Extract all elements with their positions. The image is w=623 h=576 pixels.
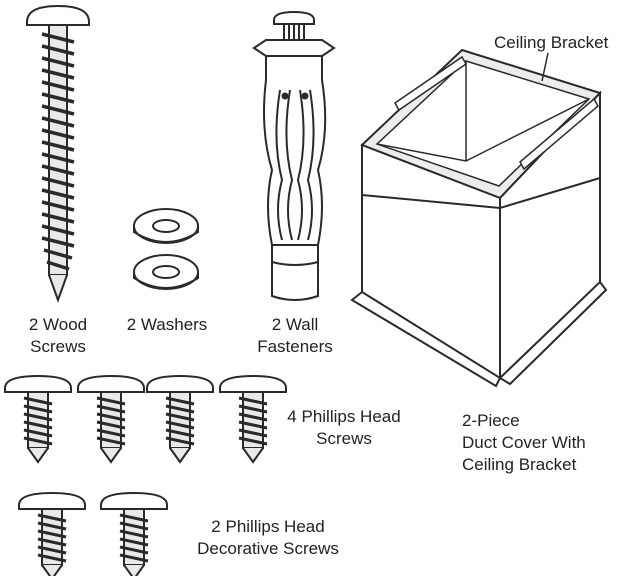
- ceiling-bracket-label: Ceiling Bracket: [494, 33, 609, 52]
- duct-cover-label: 2-Piece Duct Cover With Ceiling Bracket: [462, 411, 586, 474]
- decorative-screw-icon: [99, 491, 169, 576]
- ceiling-bracket-leader: [541, 52, 549, 82]
- wall-fastener-icon: [252, 10, 336, 301]
- wall-fasteners-label: 2 Wall Fasteners: [257, 315, 333, 356]
- phillips-screw-icon: [145, 374, 215, 464]
- decorative-screw-icon: [17, 491, 87, 576]
- decorative-screws-label: 2 Phillips Head Decorative Screws: [197, 517, 339, 558]
- washer-icon: [133, 254, 199, 290]
- phillips-screw-icon: [3, 374, 73, 464]
- wood-screws-label: 2 Wood Screws: [28, 315, 88, 356]
- washer-icon: [133, 208, 199, 244]
- phillips-screws-label: 4 Phillips Head Screws: [287, 407, 401, 448]
- washers-label: 2 Washers: [126, 315, 208, 334]
- wood-screw-icon: [26, 4, 90, 303]
- phillips-screw-icon: [76, 374, 146, 464]
- duct-cover-icon: [350, 48, 608, 388]
